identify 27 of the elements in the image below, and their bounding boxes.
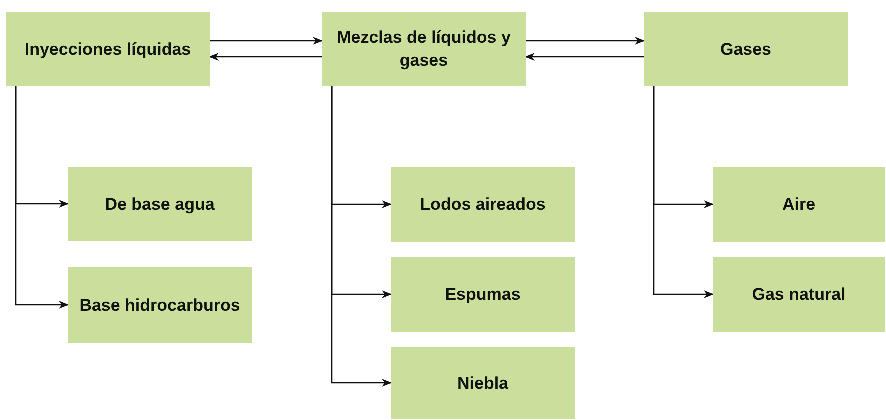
box-label: Gas natural: [752, 284, 846, 306]
box-label: Niebla: [457, 372, 509, 394]
process-box: [68, 267, 252, 343]
box-label: Aire: [782, 194, 816, 216]
arrow: [209, 53, 322, 61]
box-label: De base agua: [105, 194, 215, 216]
box-label: Espumas: [445, 284, 521, 306]
process-box: [391, 167, 575, 242]
arrow: [210, 37, 323, 45]
arrow: [15, 86, 69, 309]
process-box: [713, 257, 885, 332]
process-box: [322, 12, 526, 86]
arrow: [525, 53, 644, 61]
process-box: [391, 257, 575, 332]
arrow: [653, 86, 714, 298]
process-box: [68, 167, 252, 241]
box-label: Lodos aireados: [420, 194, 546, 216]
box-label: Gases: [720, 38, 772, 60]
arrow: [526, 37, 645, 45]
box-label: Base hidrocarburos: [80, 294, 240, 316]
arrow: [331, 86, 392, 387]
process-box: [6, 12, 210, 86]
box-label: Mezclas de líquidos y gases: [336, 27, 512, 72]
box-label: Inyecciones líquidas: [24, 38, 192, 60]
process-box: [644, 12, 848, 86]
process-box: [713, 167, 885, 242]
process-box: [391, 347, 575, 419]
